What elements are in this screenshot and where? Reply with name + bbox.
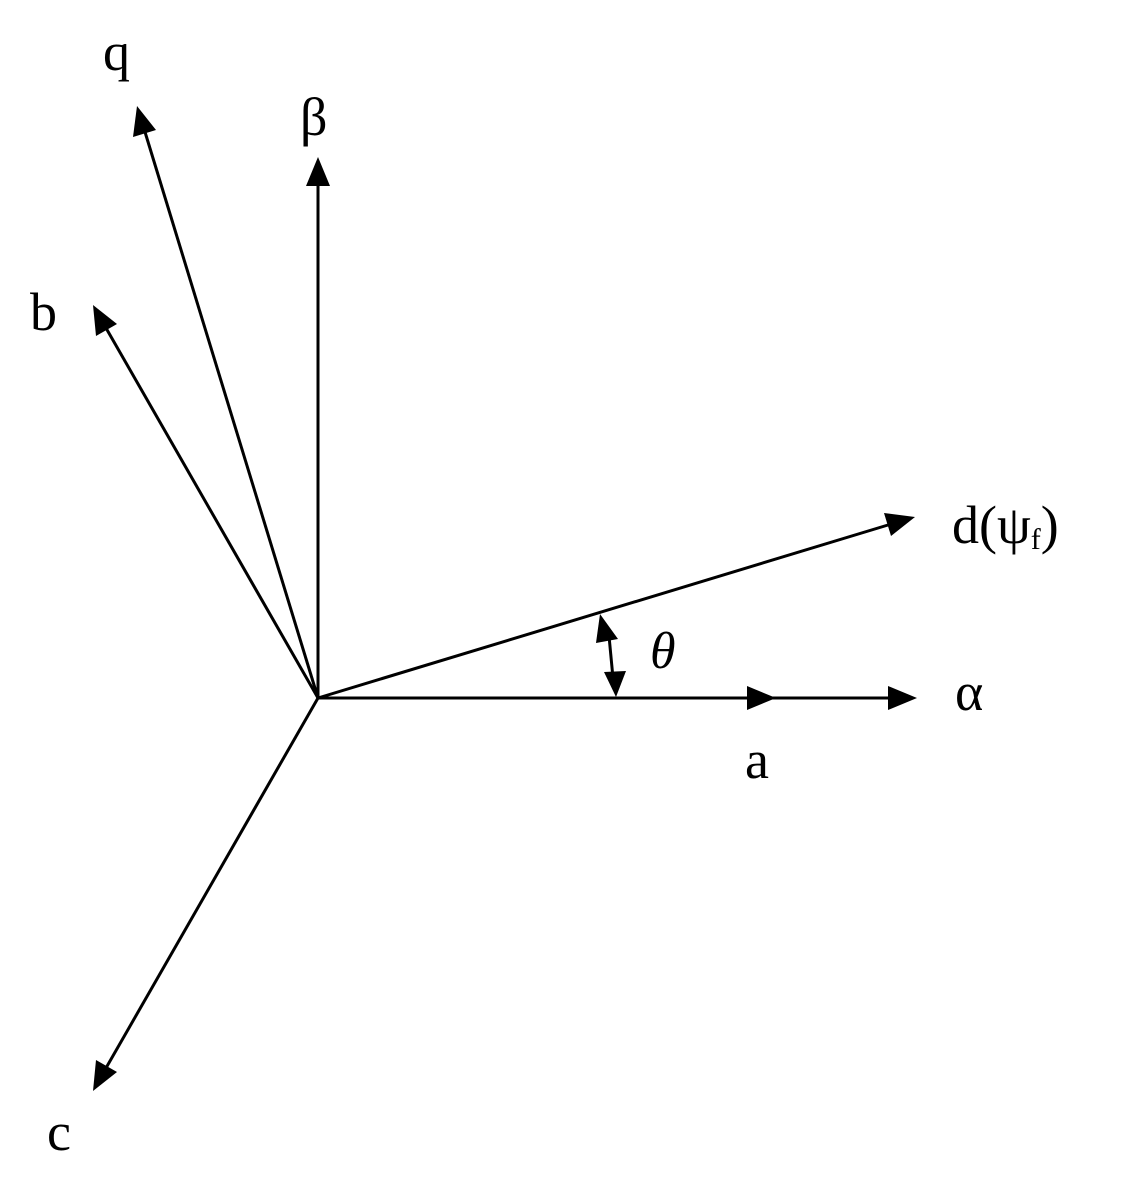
theta-angle-marker xyxy=(596,614,626,697)
d-axis-arrowhead xyxy=(884,513,915,536)
q-axis-arrowhead xyxy=(133,106,156,137)
d-axis-label: d(ψf) xyxy=(952,495,1059,556)
a-axis-label: a xyxy=(745,730,769,790)
d-axis xyxy=(317,513,915,700)
alpha-axis xyxy=(318,686,917,710)
d-axis-label-suffix: ) xyxy=(1041,495,1059,555)
b-axis xyxy=(93,305,320,699)
b-axis-arrowhead xyxy=(93,305,117,336)
theta-arrowhead-top xyxy=(596,614,618,643)
c-axis xyxy=(93,697,320,1091)
c-axis-arrowhead xyxy=(93,1060,117,1091)
c-axis-label: c xyxy=(47,1102,71,1162)
q-axis-label: q xyxy=(103,22,130,82)
alpha-axis-arrowhead xyxy=(888,686,917,710)
beta-axis-label: β xyxy=(300,87,327,147)
b-axis-label: b xyxy=(30,282,57,342)
theta-arrowhead-bottom xyxy=(604,671,626,697)
d-axis-label-prefix: d( xyxy=(952,495,997,555)
psi-symbol: ψ xyxy=(997,495,1031,555)
a-axis-arrowhead xyxy=(747,686,776,710)
beta-axis-arrowhead xyxy=(306,157,330,186)
beta-axis xyxy=(306,157,330,698)
q-axis xyxy=(133,106,320,699)
psi-subscript: f xyxy=(1031,523,1041,556)
theta-label: θ xyxy=(650,623,676,680)
alpha-axis-label: α xyxy=(955,662,983,722)
